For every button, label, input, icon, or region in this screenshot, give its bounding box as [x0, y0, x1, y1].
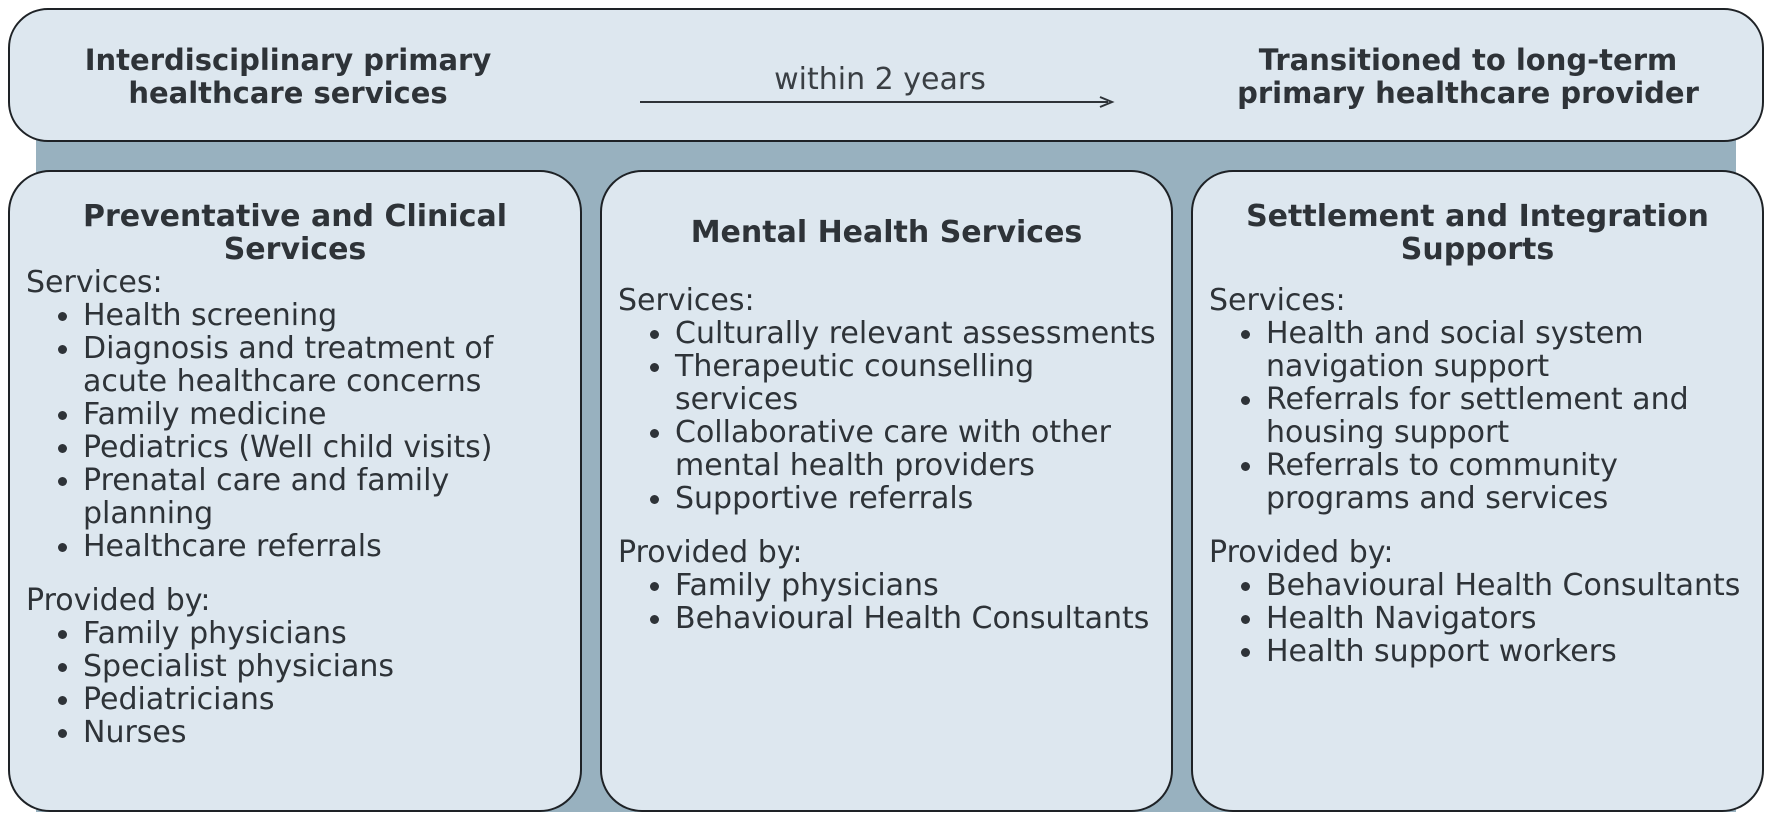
transition-duration-label: within 2 years [774, 62, 986, 97]
provided-by-label: Provided by: [618, 535, 803, 570]
provider-item: Pediatricians [58, 683, 572, 716]
service-item: Family medicine [58, 398, 572, 431]
bullet-icon [58, 663, 67, 672]
service-item: Collaborative care with other mental hea… [650, 416, 1163, 482]
bullet-icon [58, 477, 67, 486]
panel-title: Mental Health Services [690, 215, 1083, 250]
bullet-icon [58, 444, 67, 453]
bullet-icon [1241, 330, 1250, 339]
panel-body: Services: Health and social system navig… [1209, 284, 1754, 668]
panel-preventative-clinical: Preventative and Clinical Services Servi… [8, 170, 582, 812]
provider-item: Nurses [58, 716, 572, 749]
service-item: Supportive referrals [650, 482, 1163, 515]
service-item: Health and social system navigation supp… [1241, 317, 1754, 383]
transition-arrow [640, 96, 1115, 108]
bullet-icon [650, 429, 659, 438]
bullet-icon [1241, 615, 1250, 624]
provided-by-label: Provided by: [26, 583, 211, 618]
bullet-icon [58, 543, 67, 552]
bullet-icon [650, 582, 659, 591]
provider-item: Behavioural Health Consultants [650, 602, 1163, 635]
service-item: Healthcare referrals [58, 530, 572, 563]
service-item: Referrals for settlement and housing sup… [1241, 383, 1754, 449]
bullet-icon [1241, 648, 1250, 657]
end-stage-heading: Transitioned to long-term primary health… [1237, 43, 1699, 110]
provider-item: Behavioural Health Consultants [1241, 569, 1754, 602]
provider-item: Specialist physicians [58, 650, 572, 683]
services-list: Health and social system navigation supp… [1209, 317, 1754, 515]
bullet-icon [1241, 582, 1250, 591]
providers-list: Family physicians Behavioural Health Con… [618, 569, 1163, 635]
service-item: Diagnosis and treatment of acute healthc… [58, 332, 572, 398]
bullet-icon [58, 411, 67, 420]
provider-item: Family physicians [58, 617, 572, 650]
bullet-icon [58, 312, 67, 321]
services-label: Services: [618, 283, 755, 318]
bullet-icon [58, 729, 67, 738]
bullet-icon [1241, 462, 1250, 471]
provider-item: Family physicians [650, 569, 1163, 602]
bullet-icon [650, 615, 659, 624]
bullet-icon [58, 630, 67, 639]
service-item: Health screening [58, 299, 572, 332]
panel-settlement-integration: Settlement and Integration Supports Serv… [1191, 170, 1764, 812]
service-item: Prenatal care and family planning [58, 464, 572, 530]
service-item: Therapeutic counselling services [650, 350, 1163, 416]
timeline-banner: Interdisciplinary primary healthcare ser… [8, 8, 1764, 142]
bullet-icon [650, 330, 659, 339]
panel-body: Services: Health screening Diagnosis and… [26, 266, 572, 749]
provider-item: Health support workers [1241, 635, 1754, 668]
panel-title: Preventative and Clinical Services [83, 199, 507, 267]
bullet-icon [1241, 396, 1250, 405]
service-item: Culturally relevant assessments [650, 317, 1163, 350]
services-list: Culturally relevant assessments Therapeu… [618, 317, 1163, 515]
providers-list: Family physicians Specialist physicians … [26, 617, 572, 749]
bullet-icon [650, 495, 659, 504]
provided-by-label: Provided by: [1209, 535, 1394, 570]
service-item: Referrals to community programs and serv… [1241, 449, 1754, 515]
services-list: Health screening Diagnosis and treatment… [26, 299, 572, 563]
panel-title: Settlement and Integration Supports [1246, 199, 1709, 267]
provider-item: Health Navigators [1241, 602, 1754, 635]
providers-list: Behavioural Health Consultants Health Na… [1209, 569, 1754, 668]
start-stage-heading: Interdisciplinary primary healthcare ser… [84, 43, 492, 110]
services-label: Services: [26, 265, 163, 300]
panel-body: Services: Culturally relevant assessment… [618, 284, 1163, 635]
bullet-icon [58, 696, 67, 705]
services-label: Services: [1209, 283, 1346, 318]
panel-mental-health: Mental Health Services Services: Cultura… [600, 170, 1173, 812]
bullet-icon [58, 345, 67, 354]
bullet-icon [650, 363, 659, 372]
service-item: Pediatrics (Well child visits) [58, 431, 572, 464]
